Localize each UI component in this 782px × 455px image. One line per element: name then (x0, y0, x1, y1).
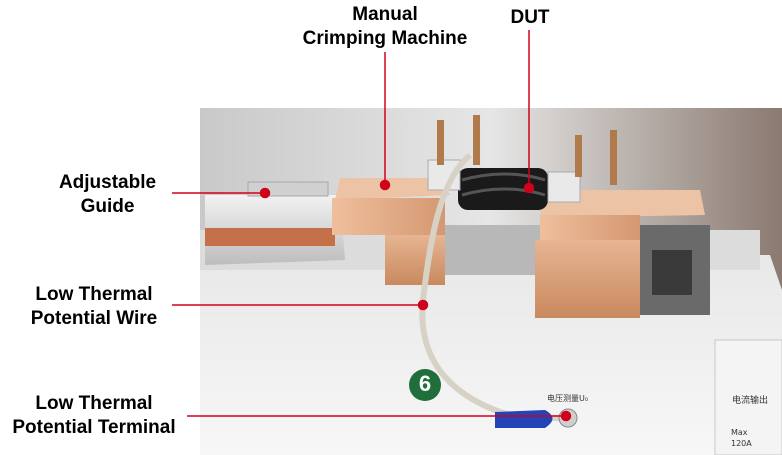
label-thermal-wire-line2: Potential Wire (30, 308, 158, 329)
copper-strip (205, 228, 335, 246)
side-text: 电流输出 (732, 396, 769, 406)
label-thermal-terminal: Low Thermal Potential Terminal (0, 392, 188, 440)
dut-highlight (461, 172, 546, 182)
callout-dot-wire (417, 299, 429, 311)
bolt-2 (473, 115, 480, 165)
right-copper-leg (535, 240, 640, 318)
number-badge (409, 369, 441, 401)
dut-highlight-2 (461, 187, 546, 197)
label-thermal-wire: Low Thermal Potential Wire (14, 283, 174, 331)
left-copper-top (335, 178, 450, 200)
label-manual-crimping-line1: Manual (352, 4, 418, 25)
label-adjustable-guide-line1: Adjustable (58, 172, 157, 193)
blue-connector (495, 410, 553, 428)
max-label: Max (731, 428, 748, 437)
label-thermal-terminal-line1: Low Thermal (35, 393, 153, 414)
max-value: 120A (731, 439, 752, 448)
right-copper-front (540, 215, 640, 245)
label-dut: DUT (510, 7, 550, 28)
label-thermal-wire-line1: Low Thermal (35, 284, 153, 305)
badge-number: 6 (418, 371, 432, 396)
label-adjustable-guide: Adjustable Guide (45, 171, 170, 219)
callout-dot-terminal (560, 410, 572, 422)
right-dark-window (652, 250, 692, 295)
label-thermal-terminal-line2: Potential Terminal (12, 417, 176, 438)
bolt-1 (437, 120, 444, 165)
terminal-text: 电压测量U₀ (547, 394, 589, 403)
label-adjustable-guide-line2: Guide (80, 196, 135, 217)
bolt-3 (575, 135, 582, 177)
center-track (440, 225, 540, 275)
label-manual-crimping-line2: Crimping Machine (302, 28, 468, 49)
callout-dot-guide (259, 187, 271, 199)
left-copper-front (332, 198, 445, 235)
callout-dot-dut (523, 182, 535, 194)
callout-dot-crimping (379, 179, 391, 191)
right-copper-top (540, 190, 705, 218)
right-clamp (547, 171, 581, 203)
label-manual-crimping: Manual Crimping Machine (290, 3, 480, 51)
right-side-panel (714, 339, 782, 455)
bolt-4 (610, 130, 617, 185)
